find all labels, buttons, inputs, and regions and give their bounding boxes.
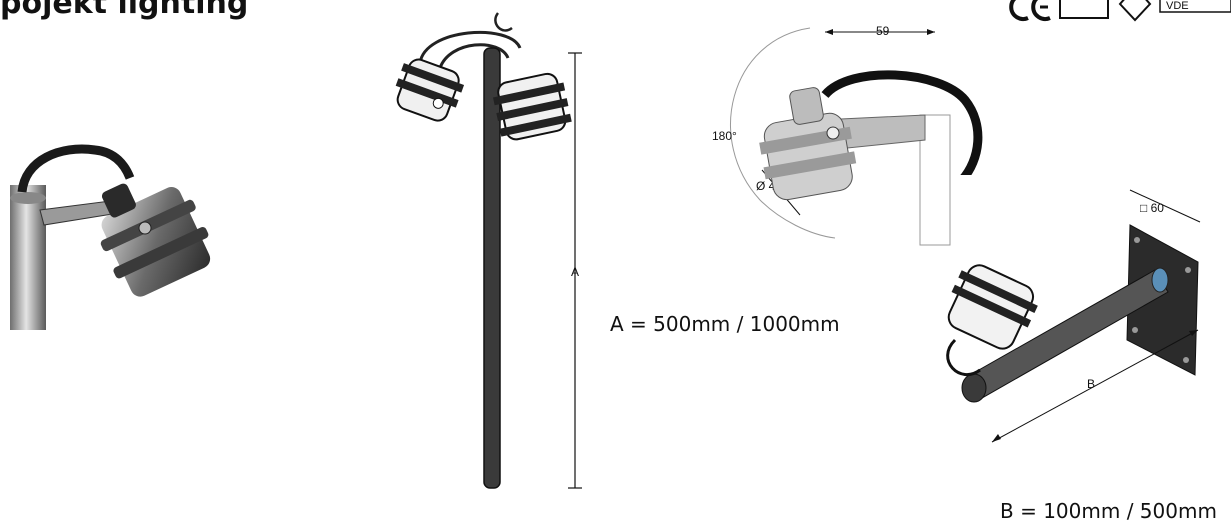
dimension-b-label: B xyxy=(1087,377,1095,391)
vde-mark-icon xyxy=(1159,0,1231,13)
ce-mark-icon xyxy=(1009,0,1051,21)
arm-length-caption: B = 100mm / 500mm xyxy=(1000,499,1217,523)
spotlight-photo xyxy=(10,144,211,330)
pole-rod-shape xyxy=(483,47,501,489)
pole-length-caption: A = 500mm / 1000mm xyxy=(610,312,840,336)
pole-drawing: A xyxy=(395,12,582,489)
wall-arm-drawing: □ 60 B xyxy=(946,189,1201,443)
tilt-angle-label: 180° xyxy=(712,129,737,143)
loop-bracket-shape xyxy=(418,30,522,69)
lamp-head-shape xyxy=(100,183,211,297)
dimension-a-label: A xyxy=(571,265,579,279)
plate-dim-label: □ 60 xyxy=(1140,201,1164,215)
vde-label: VDE xyxy=(1166,0,1189,12)
enec-diamond-icon xyxy=(1118,0,1152,22)
dimension-b-line xyxy=(991,329,1199,443)
lamp-head-shape xyxy=(947,264,1038,350)
arc-guide-shape xyxy=(730,27,836,239)
width-dim-label: 59 xyxy=(876,24,890,38)
head-dimension-drawing: 59 180° Ø 48 xyxy=(712,24,1000,246)
cable-shape xyxy=(821,70,983,184)
certification-box-icon xyxy=(1059,0,1109,19)
certification-marks: VDE xyxy=(1009,0,1231,22)
cable-shape xyxy=(17,144,135,193)
page-title: pojekt lighting xyxy=(0,0,249,21)
right-head-shape xyxy=(493,72,572,141)
loop-bracket-shape xyxy=(946,338,981,377)
pole-shape xyxy=(10,185,46,330)
left-head-shape xyxy=(395,58,465,122)
